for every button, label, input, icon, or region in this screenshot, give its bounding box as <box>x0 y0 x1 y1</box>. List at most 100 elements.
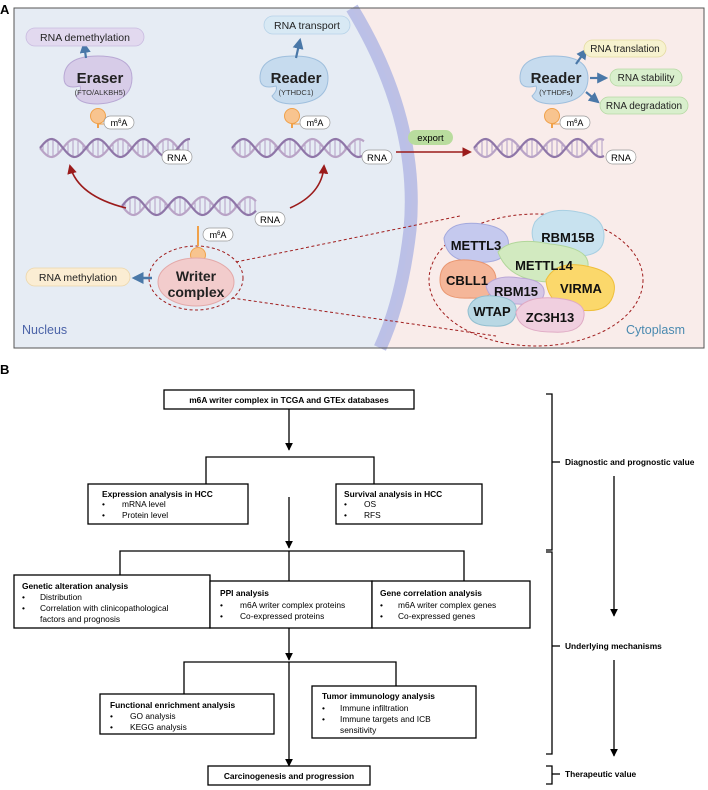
rna-backbone <box>473 137 605 159</box>
svg-text:RNA transport: RNA transport <box>274 20 340 32</box>
component-rbm15b: RBM15B <box>541 230 594 245</box>
genetic-item: Distribution <box>40 592 82 602</box>
survival-item: RFS <box>364 510 381 520</box>
component-cbll1: CBLL1 <box>446 273 488 288</box>
functional-title: Functional enrichment analysis <box>110 700 236 710</box>
bracket-label-mechanisms: Underlying mechanisms <box>565 641 662 651</box>
survival-item: OS <box>364 499 377 509</box>
tumor-item: Immune infiltration <box>340 703 409 713</box>
writer-protein: Writer complex <box>157 226 235 307</box>
component-zc3h13: ZC3H13 <box>526 310 574 325</box>
cytoplasm-label: Cytoplasm <box>626 323 685 337</box>
genetic-item: Correlation with clinicopathological <box>40 603 169 613</box>
rna-label: RNA <box>167 153 188 164</box>
reader-nucleus-subtitle: (YTHDC1) <box>279 88 315 97</box>
panel-a-mechanism-diagram: A Nucleus Cytoplasm RNA RNA RNA RNA expo… <box>0 2 705 351</box>
writer-title-line1: Writer <box>176 268 217 284</box>
panel-b-label: B <box>0 362 9 377</box>
genetic-item: factors and prognosis <box>40 614 120 624</box>
svg-text:•: • <box>102 499 105 509</box>
svg-text:RNA methylation: RNA methylation <box>39 272 117 284</box>
svg-text:•: • <box>22 603 25 613</box>
svg-text:•: • <box>344 499 347 509</box>
arrow-reader-nucleus-outcome <box>292 37 304 59</box>
rna-backbone <box>39 137 191 159</box>
reader-cytoplasm-m6a-mark: m6A <box>559 115 591 130</box>
writer-title-line2: complex <box>168 284 225 300</box>
degradation-pill: RNA degradation <box>599 96 689 115</box>
writer-m6a-mark: m6A <box>202 227 234 242</box>
tumor-immunology-box: Tumor immunology analysis • Immune infil… <box>311 685 477 739</box>
svg-text:m6A: m6A <box>307 118 324 128</box>
arrow-to-reader-nucleus <box>289 164 329 209</box>
svg-text:m6A: m6A <box>210 230 227 240</box>
gene-correlation-item: m6A writer complex genes <box>398 600 496 610</box>
zoom-line-bottom <box>231 297 497 337</box>
functional-item: GO analysis <box>130 711 176 721</box>
nuclear-membrane <box>346 4 418 351</box>
svg-text:m6A: m6A <box>567 118 584 128</box>
writer-dashed-outline <box>148 245 244 311</box>
svg-text:RNA demethylation: RNA demethylation <box>40 32 130 44</box>
component-mettl14: METTL14 <box>515 258 574 273</box>
eraser-protein: Eraser (FTO/ALKBH5) <box>63 55 133 128</box>
svg-text:m6A writer complex in TCGA and: m6A writer complex in TCGA and GTEx data… <box>189 395 389 405</box>
svg-text:•: • <box>220 611 223 621</box>
svg-text:Carcinogenesis and progression: Carcinogenesis and progression <box>224 771 354 781</box>
top-box: m6A writer complex in TCGA and GTEx data… <box>163 389 415 410</box>
panel-a-border <box>13 7 705 349</box>
svg-text:•: • <box>220 600 223 610</box>
functional-enrichment-box: Functional enrichment analysis • GO anal… <box>99 693 275 735</box>
arrow-translation <box>575 48 588 65</box>
rna-backbone <box>231 137 365 159</box>
panel-a-label: A <box>0 2 10 17</box>
rna-strand-center <box>121 195 257 217</box>
svg-text:export: export <box>417 133 444 144</box>
writer-outcome-pill: RNA methylation <box>25 267 131 287</box>
expression-title: Expression analysis in HCC <box>102 489 213 499</box>
genetic-title: Genetic alteration analysis <box>22 581 128 591</box>
component-mettl3: METTL3 <box>451 238 502 253</box>
reader-nucleus-outcome-pill: RNA transport <box>263 15 351 35</box>
component-virma: VIRMA <box>560 281 603 296</box>
tumor-item: sensitivity <box>340 725 377 735</box>
svg-text:•: • <box>344 510 347 520</box>
svg-text:RNA degradation: RNA degradation <box>606 101 682 112</box>
writer-complex-zoom-outline <box>428 213 644 347</box>
reader-nucleus-title: Reader <box>271 70 322 87</box>
survival-title: Survival analysis in HCC <box>344 489 442 499</box>
rna-label: RNA <box>260 215 281 226</box>
gene-correlation-item: Co-expressed genes <box>398 611 475 621</box>
reader-nucleus-protein: Reader (YTHDC1) <box>259 55 329 128</box>
gene-correlation-title: Gene correlation analysis <box>380 588 482 598</box>
reader-cytoplasm-protein: Reader (YTHDFs) <box>519 55 589 128</box>
svg-text:•: • <box>380 600 383 610</box>
svg-text:RNA translation: RNA translation <box>590 44 659 55</box>
expression-analysis-box: Expression analysis in HCC • mRNA level … <box>87 483 249 525</box>
rna-label: RNA <box>367 153 388 164</box>
eraser-outcome-pill: RNA demethylation <box>25 27 145 47</box>
rna-backbone <box>473 137 605 159</box>
rna-backbone <box>231 137 365 159</box>
right-annotations: Diagnostic and prognostic value Underlyi… <box>546 393 695 785</box>
svg-text:m6A: m6A <box>111 118 128 128</box>
svg-text:•: • <box>110 711 113 721</box>
gene-correlation-box: Gene correlation analysis • m6A writer c… <box>371 580 531 629</box>
eraser-subtitle: (FTO/ALKBH5) <box>75 88 126 97</box>
rna-strand-cytoplasm <box>473 137 605 159</box>
flow-connectors <box>119 409 465 767</box>
tumor-title: Tumor immunology analysis <box>322 691 435 701</box>
rna-label: RNA <box>611 153 632 164</box>
bracket-label-therapeutic: Therapeutic value <box>565 769 637 779</box>
eraser-title: Eraser <box>77 70 124 87</box>
panel-b-flowchart: B m6A writer complex in TCGA and GTEx da… <box>0 362 695 786</box>
svg-text:•: • <box>22 592 25 602</box>
component-rbm15: RBM15 <box>494 284 538 299</box>
expression-item: Protein level <box>122 510 168 520</box>
svg-text:•: • <box>102 510 105 520</box>
bracket-label-diagnostic: Diagnostic and prognostic value <box>565 457 695 467</box>
zc3h13-blob <box>515 297 585 333</box>
bottom-box: Carcinogenesis and progression <box>207 765 371 786</box>
functional-item: KEGG analysis <box>130 722 187 732</box>
rna-backbone <box>121 195 257 217</box>
